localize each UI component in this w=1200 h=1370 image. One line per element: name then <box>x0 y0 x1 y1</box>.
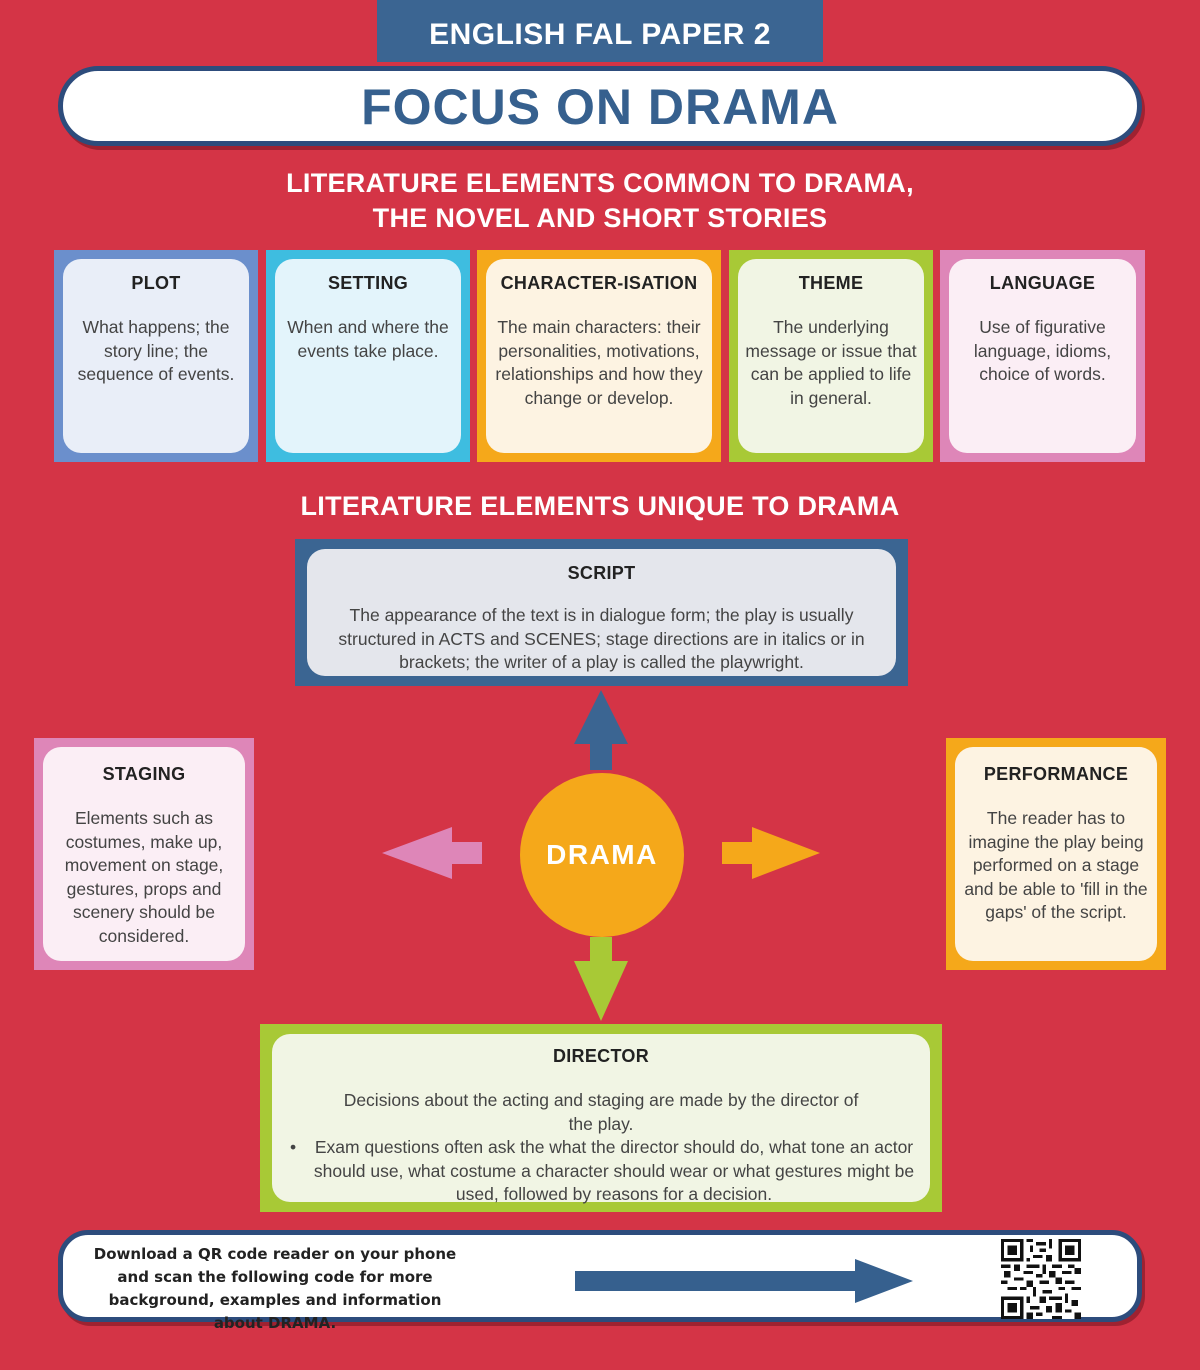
common-elements-heading: LITERATURE ELEMENTS COMMON TO DRAMA, THE… <box>0 166 1200 236</box>
staging-text: Elements such as costumes, make up, move… <box>64 808 224 946</box>
drama-center-circle: DRAMA <box>520 773 684 937</box>
director-bullet-item: • Exam questions often ask the what the … <box>286 1136 916 1207</box>
setting-card: SETTING When and where the events take p… <box>266 250 470 462</box>
bullet-icon: • <box>290 1137 297 1157</box>
director-text: Decisions about the acting and staging a… <box>343 1090 859 1134</box>
theme-title: THEME <box>798 273 864 293</box>
arrow-up-icon <box>574 690 628 770</box>
characterisation-title: CHARACTER-ISATION <box>500 273 698 293</box>
arrow-right-icon <box>722 827 820 879</box>
qr-footer: Download a QR code reader on your phone … <box>58 1230 1142 1332</box>
theme-text: The underlying message or issue that can… <box>745 317 917 408</box>
performance-title: PERFORMANCE <box>983 764 1129 784</box>
director-title: DIRECTOR <box>552 1046 650 1066</box>
theme-card: THEME The underlying message or issue th… <box>729 250 933 462</box>
setting-text: When and where the events take place. <box>287 317 449 361</box>
plot-text: What happens; the story line; the sequen… <box>77 317 235 384</box>
arrow-left-icon <box>382 827 482 879</box>
characterisation-text: The main characters: their personalities… <box>495 317 703 408</box>
common-heading-line2: THE NOVEL AND SHORT STORIES <box>372 203 828 233</box>
qr-code-icon[interactable] <box>1001 1239 1081 1319</box>
language-title: LANGUAGE <box>989 273 1096 293</box>
arrow-down-icon <box>574 937 628 1021</box>
unique-elements-heading: LITERATURE ELEMENTS UNIQUE TO DRAMA <box>300 491 900 521</box>
plot-card: PLOT What happens; the story line; the s… <box>54 250 258 462</box>
language-text: Use of figurative language, idioms, choi… <box>973 317 1112 384</box>
setting-title: SETTING <box>327 273 409 293</box>
arrow-right-long-icon <box>575 1259 913 1303</box>
page-title: FOCUS ON DRAMA <box>58 66 1142 146</box>
script-text: The appearance of the text is in dialogu… <box>338 605 865 672</box>
language-card: LANGUAGE Use of figurative language, idi… <box>940 250 1145 462</box>
staging-card: STAGING Elements such as costumes, make … <box>34 738 254 970</box>
performance-card: PERFORMANCE The reader has to imagine th… <box>946 738 1166 970</box>
staging-title: STAGING <box>102 764 186 784</box>
performance-text: The reader has to imagine the play being… <box>964 808 1148 922</box>
script-card: SCRIPT The appearance of the text is in … <box>295 539 908 686</box>
common-heading-line1: LITERATURE ELEMENTS COMMON TO DRAMA, <box>286 168 914 198</box>
script-title: SCRIPT <box>567 563 636 583</box>
director-card: DIRECTOR Decisions about the acting and … <box>260 1024 942 1212</box>
plot-title: PLOT <box>131 273 181 293</box>
qr-instructions: Download a QR code reader on your phone … <box>93 1245 457 1332</box>
paper-label: ENGLISH FAL PAPER 2 <box>377 0 823 62</box>
director-bullet-text: Exam questions often ask the what the di… <box>313 1137 915 1204</box>
characterisation-card: CHARACTER-ISATION The main characters: t… <box>477 250 721 462</box>
